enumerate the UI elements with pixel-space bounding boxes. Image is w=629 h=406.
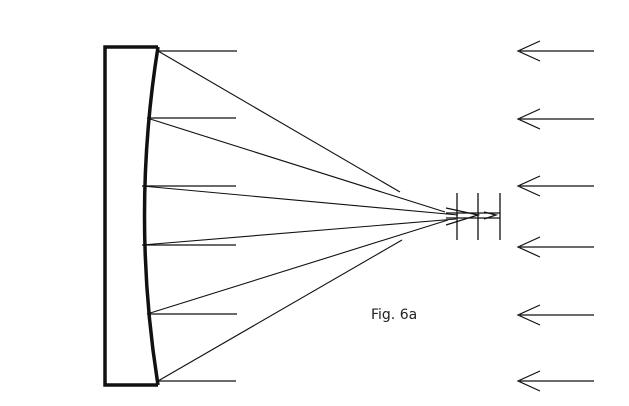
figure-caption: Fig. 6a [371, 307, 418, 323]
reflected-ray-4 [141, 218, 457, 246]
incoming-arrow-4 [516, 236, 594, 258]
incoming-rays-right [516, 40, 594, 392]
incoming-arrow-3 [516, 175, 594, 197]
reflected-ray-3 [141, 185, 459, 216]
incoming-arrow-1 [516, 40, 594, 62]
reflected-ray-2 [146, 117, 446, 213]
concave-mirror [103, 45, 160, 387]
reflected-ray-1 [157, 50, 401, 193]
incident-ray-stubs [142, 50, 237, 382]
focus-chevron [445, 207, 481, 226]
reflected-ray-6 [157, 239, 403, 382]
mirror-reflecting-surface [142, 46, 160, 386]
reflected-rays [141, 50, 459, 382]
focus-arrowhead [483, 211, 499, 220]
detector-planes [445, 193, 501, 240]
incoming-arrow-2 [516, 108, 594, 130]
incoming-arrow-5 [516, 304, 594, 326]
mirror-back-outline [103, 45, 158, 387]
reflected-ray-5 [146, 219, 449, 315]
incoming-arrow-6 [516, 370, 594, 392]
